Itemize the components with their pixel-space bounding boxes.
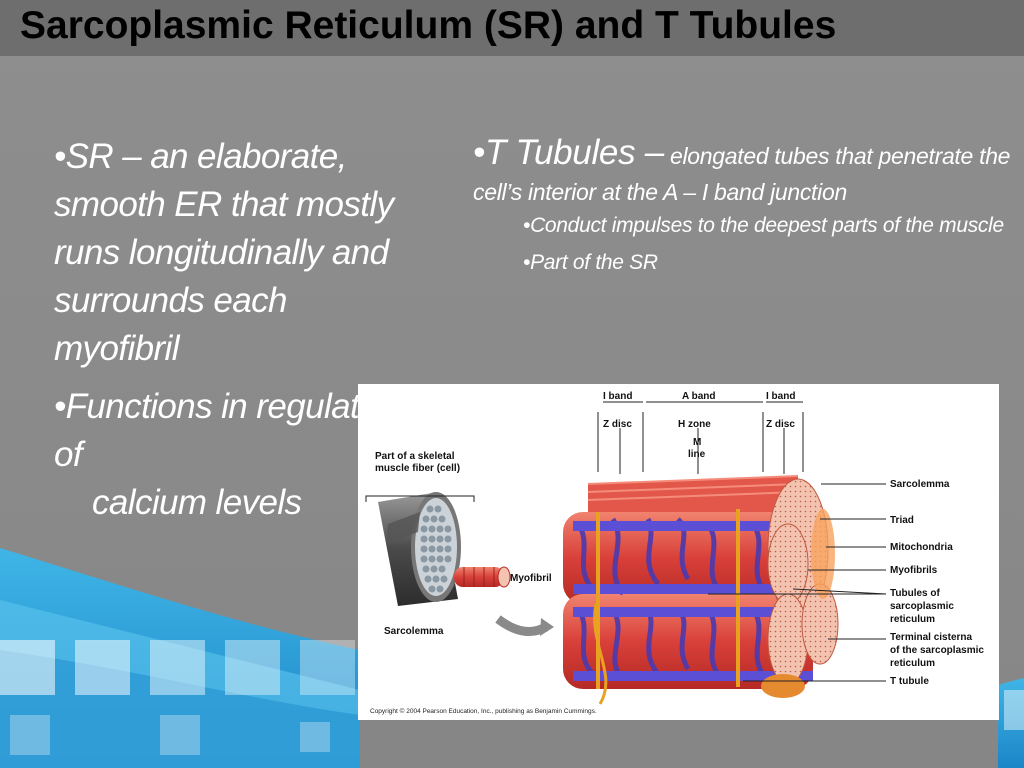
label-part-of-fiber-1: Part of a skeletal (375, 451, 455, 462)
label-i-band-left: I band (603, 391, 632, 402)
label-m-line-1: M (693, 437, 701, 448)
muscle-fiber-illustration: I band A band I band Z disc H zone Z dis… (365, 391, 984, 715)
label-part-of-fiber-2: muscle fiber (cell) (375, 463, 460, 474)
label-a-band: A band (682, 391, 716, 402)
label-mitochondria: Mitochondria (890, 542, 953, 553)
label-triad: Triad (890, 515, 914, 526)
bullet-sr: •SR – an elaborate, smooth ER that mostl… (54, 133, 414, 373)
bullet-marker: • (523, 251, 531, 274)
bullet-functions: •Functions in regulation of calcium level… (54, 383, 414, 527)
myofibril-strand (454, 566, 511, 588)
label-tubules-3: reticulum (890, 614, 935, 625)
label-tubules-2: sarcoplasmic (890, 601, 954, 612)
sub-bullet-part-of-sr: •Part of the SR (523, 247, 1013, 278)
bullet-marker: • (473, 133, 485, 172)
sarcomere-block (563, 475, 839, 705)
zoom-arrow-icon (495, 615, 549, 636)
label-sarcolemma: Sarcolemma (890, 479, 950, 490)
label-cisterna-1: Terminal cisterna (890, 632, 973, 643)
t-tubules-text: elongated tubes that penetrate the cell’… (473, 143, 1011, 205)
label-m-line-2: line (688, 449, 706, 460)
sub-bullet-part-of-sr-text: Part of the SR (530, 251, 658, 274)
copyright-notice: Copyright © 2004 Pearson Education, Inc.… (370, 707, 597, 715)
sub-bullet-conduct-text: Conduct impulses to the deepest parts of… (530, 214, 1004, 237)
bullet-marker: • (523, 214, 531, 237)
label-cisterna-3: reticulum (890, 658, 935, 669)
left-column: •SR – an elaborate, smooth ER that mostl… (54, 133, 414, 527)
slide-title: Sarcoplasmic Reticulum (SR) and T Tubule… (20, 4, 837, 47)
muscle-fiber-diagram: I band A band I band Z disc H zone Z dis… (358, 384, 999, 720)
bullet-functions-text-2: calcium levels (92, 483, 302, 522)
muscle-fiber-cylinder (365, 492, 475, 606)
title-band (0, 0, 1024, 56)
band-brackets (597, 401, 887, 682)
label-sarcolemma-left: Sarcolemma (384, 626, 444, 637)
bullet-marker: • (54, 387, 66, 426)
label-myofibril: Myofibril (510, 573, 552, 584)
label-h-zone: H zone (678, 419, 711, 430)
bullet-sr-text: SR – an elaborate, smooth ER that mostly… (54, 137, 394, 368)
right-column: •T Tubules – elongated tubes that penetr… (473, 135, 1013, 278)
sub-bullet-conduct: •Conduct impulses to the deepest parts o… (523, 210, 1013, 241)
label-tubules-1: Tubules of (890, 588, 940, 599)
bullet-marker: • (54, 137, 66, 176)
label-cisterna-2: of the sarcoplasmic (890, 645, 984, 656)
label-i-band-right: I band (766, 391, 795, 402)
label-t-tubule: T tubule (890, 676, 929, 687)
label-z-disc-right: Z disc (766, 419, 795, 430)
bullet-functions-text-1: Functions in regulation of (54, 387, 405, 474)
label-z-disc-left: Z disc (603, 419, 632, 430)
bullet-t-tubules: •T Tubules – elongated tubes that penetr… (473, 135, 1013, 210)
t-tubules-term: T Tubules – (484, 133, 664, 172)
label-myofibrils: Myofibrils (890, 565, 938, 576)
